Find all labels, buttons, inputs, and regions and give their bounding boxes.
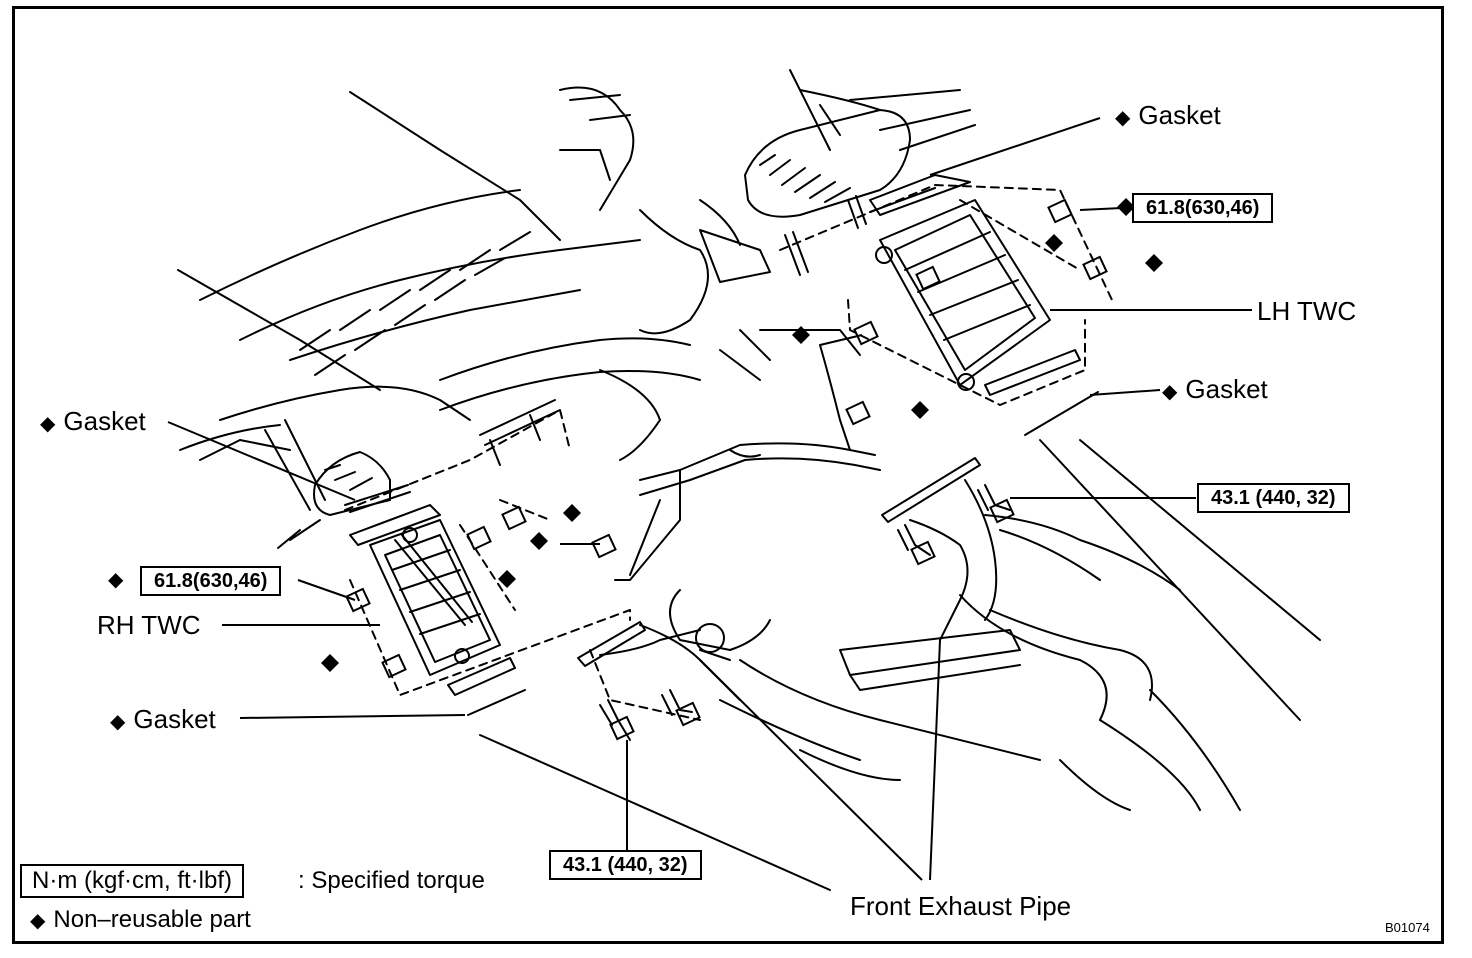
- torque-box-bottom: 43.1 (440, 32): [549, 850, 702, 880]
- rh-torque-marker: ◆: [108, 565, 123, 595]
- lh-twc-label: LH TWC: [1257, 296, 1357, 326]
- diagram-frame: [12, 6, 1444, 944]
- diamond-icon: ◆: [1162, 381, 1178, 403]
- diamond-icon: ◆: [30, 910, 46, 932]
- torque-box-lh-upper: 61.8(630,46): [1132, 193, 1274, 223]
- rh-twc-label: RH TWC: [97, 610, 201, 640]
- diamond-icon: ◆: [40, 413, 56, 435]
- torque-box-rh-upper: 61.8(630,46): [140, 566, 282, 596]
- diamond-icon: ◆: [1115, 107, 1131, 129]
- front-exhaust-pipe-label: Front Exhaust Pipe: [850, 891, 1072, 921]
- legend-nonreusable: ◆Non–reusable part: [30, 906, 251, 933]
- figure-code: B01074: [1385, 920, 1430, 935]
- gasket-label-bottom: ◆Gasket: [110, 704, 216, 734]
- diamond-icon: ◆: [108, 569, 124, 591]
- torque-box-right-lower: 43.1 (440, 32): [1197, 483, 1350, 513]
- legend-unit-description: : Specified torque: [298, 867, 485, 894]
- diamond-icon: ◆: [110, 711, 126, 733]
- gasket-label-right: ◆Gasket: [1162, 374, 1268, 404]
- gasket-label-left: ◆Gasket: [40, 406, 146, 436]
- legend-unit-box: N·m (kgf·cm, ft·lbf): [20, 864, 244, 898]
- gasket-label-top: ◆Gasket: [1115, 100, 1221, 130]
